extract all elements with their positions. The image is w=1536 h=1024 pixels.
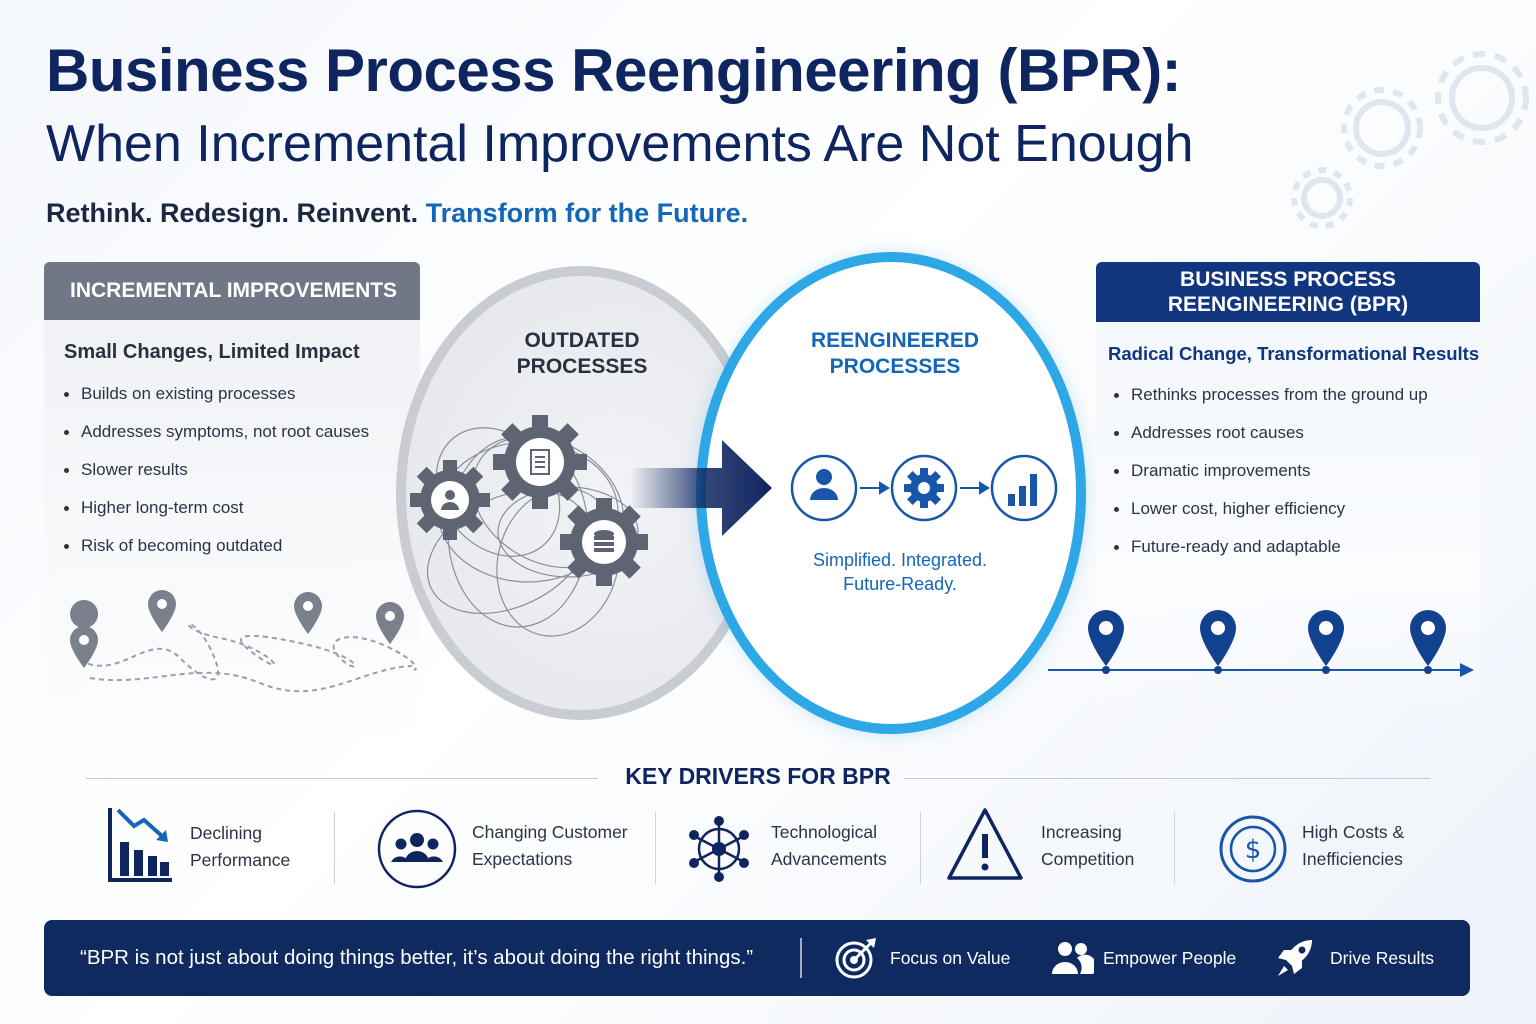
list-item: Higher long-term cost <box>64 496 369 534</box>
driver-line2: Advancements <box>771 849 887 869</box>
bpr-heading: BUSINESS PROCESS REENGINEERING (BPR) <box>1096 262 1480 322</box>
empower-people-label: Empower People <box>1103 948 1237 968</box>
page-subtitle: When Incremental Improvements Are Not En… <box>46 115 1194 173</box>
outdated-line2: PROCESSES <box>516 355 648 378</box>
reengineered-tagline: Simplified. Integrated. Future-Ready. <box>790 548 1010 596</box>
driver-line2: Competition <box>1041 849 1135 869</box>
driver-line1: Changing Customer <box>472 822 628 842</box>
driver-line1: Declining <box>190 823 262 843</box>
tagline-dark: Rethink. Redesign. Reinvent. <box>46 198 419 228</box>
incremental-heading: INCREMENTAL IMPROVEMENTS <box>44 262 420 320</box>
target-icon <box>835 938 876 979</box>
bpr-quote: “BPR is not just about doing things bett… <box>80 946 754 969</box>
quote-bar <box>44 920 1470 996</box>
reengineered-line1: REENGINEERED <box>810 329 980 352</box>
list-item: Slower results <box>64 458 369 496</box>
list-item: Builds on existing processes <box>64 382 369 420</box>
bpr-subheading: Radical Change, Transformational Results <box>1108 343 1480 364</box>
reengineered-processes-label: REENGINEERED PROCESSES <box>800 328 990 380</box>
outdated-line1: OUTDATED <box>524 329 640 352</box>
divider-right <box>904 778 1430 779</box>
key-drivers-title: KEY DRIVERS FOR BPR <box>625 763 891 789</box>
driver-separator <box>334 812 335 884</box>
incremental-subheading: Small Changes, Limited Impact <box>64 341 360 363</box>
driver-line1: Technological <box>771 822 878 842</box>
driver-technological-advancements: Technological Advancements <box>771 819 887 873</box>
list-item: Risk of becoming outdated <box>64 534 369 572</box>
list-item: Rethinks processes from the ground up <box>1114 383 1428 421</box>
focus-on-value-label: Focus on Value <box>890 948 1011 968</box>
network-icon <box>689 816 749 882</box>
list-item: Lower cost, higher efficiency <box>1114 497 1428 535</box>
list-item: Addresses root causes <box>1114 421 1428 459</box>
driver-line2: Inefficiencies <box>1302 849 1403 869</box>
driver-separator <box>655 812 656 884</box>
svg-text:$: $ <box>1245 835 1262 865</box>
tagline-accent: Transform for the Future. <box>425 198 749 228</box>
straight-path-icon <box>1048 610 1474 677</box>
simplified-flow-icon <box>790 454 1058 522</box>
drive-results-label: Drive Results <box>1330 948 1435 968</box>
bpr-heading-line1: BUSINESS PROCESS <box>1180 268 1396 291</box>
incremental-bullet-list: Builds on existing processes Addresses s… <box>64 382 369 572</box>
driver-line1: Increasing <box>1041 822 1122 842</box>
driver-line2: Expectations <box>472 849 573 869</box>
outdated-processes-label: OUTDATED PROCESSES <box>512 328 652 380</box>
tangled-gears-icon <box>410 415 648 637</box>
page-title: Business Process Reengineering (BPR): <box>46 37 1182 104</box>
driver-changing-customer-expectations: Changing Customer Expectations <box>472 819 628 873</box>
tagline: Rethink. Redesign. Reinvent. Transform f… <box>46 198 748 229</box>
people-icon <box>1052 942 1094 974</box>
transform-arrow-icon <box>630 440 772 536</box>
list-item: Dramatic improvements <box>1114 459 1428 497</box>
driver-line1: High Costs & <box>1302 822 1405 842</box>
background-gears-icon <box>1291 51 1529 229</box>
declining-chart-icon <box>108 808 172 882</box>
bpr-heading-line2: REENGINEERING (BPR) <box>1167 293 1409 316</box>
reengineered-line2: PROCESSES <box>829 355 961 378</box>
list-item: Future-ready and adaptable <box>1114 535 1428 573</box>
warning-icon <box>947 808 1023 880</box>
quote-bar-separator <box>800 938 802 978</box>
dollar-icon: $ <box>1219 815 1287 883</box>
driver-increasing-competition: Increasing Competition <box>1041 819 1134 873</box>
tag-line1: Simplified. Integrated. <box>812 550 988 570</box>
driver-high-costs: High Costs & Inefficiencies <box>1302 819 1404 873</box>
list-item: Addresses symptoms, not root causes <box>64 420 369 458</box>
customers-icon <box>377 809 457 889</box>
driver-line2: Performance <box>190 850 291 870</box>
incremental-panel <box>44 262 420 738</box>
driver-separator <box>920 812 921 884</box>
tag-line2: Future-Ready. <box>843 574 957 594</box>
driver-separator <box>1174 812 1175 884</box>
divider-left <box>86 778 598 779</box>
tangled-path-icon <box>70 590 417 693</box>
driver-declining-performance: Declining Performance <box>190 820 290 874</box>
rocket-icon <box>1278 940 1312 976</box>
bpr-bullet-list: Rethinks processes from the ground up Ad… <box>1114 383 1428 573</box>
